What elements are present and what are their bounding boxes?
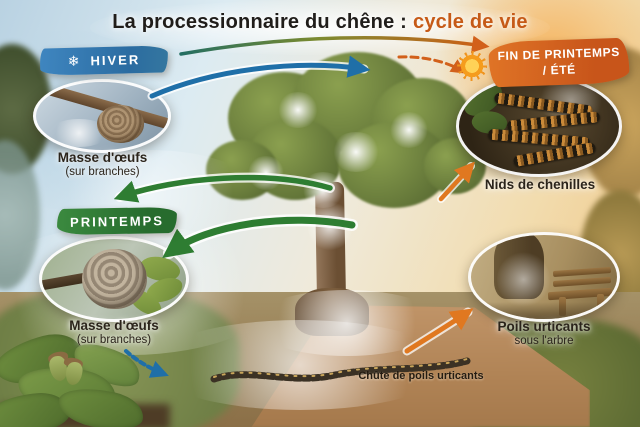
arrow-procession-to-hairs xyxy=(404,308,474,354)
caption-winter-eggs: Masse d'œufs (sur branches) xyxy=(30,150,175,178)
badge-printemps: PRINTEMPS xyxy=(56,206,178,236)
ground-shadow xyxy=(471,302,617,319)
badge-fin-de-printemps-ete: FIN DE PRINTEMPS / ÉTÉ xyxy=(456,37,630,88)
badge-ete-line2: / ÉTÉ xyxy=(542,61,576,78)
arrow-to-procession xyxy=(124,349,169,378)
caption-urticating-hairs: Poils urticants sous l'arbre xyxy=(460,319,628,347)
arrow-winter-to-tree xyxy=(149,55,371,99)
caption-caterpillar-nests: Nids de chenilles xyxy=(452,177,628,192)
silk-haze xyxy=(497,251,550,308)
caption-title: Nids de chenilles xyxy=(484,177,596,192)
caption-subtitle: (sur branches) xyxy=(65,166,140,178)
arrow-dashed-to-summer xyxy=(397,55,467,74)
egg-mass xyxy=(96,105,145,144)
inset-bench-under-tree xyxy=(468,232,620,322)
arrow-tree-to-spring-eggs xyxy=(162,216,356,259)
inset-caterpillar-nest xyxy=(456,75,622,177)
badge-hiver: ❄ HIVER xyxy=(39,45,169,76)
page-title: La processionnaire du chêne :cycle de vi… xyxy=(0,11,640,34)
white-mist xyxy=(150,320,450,410)
egg-mass xyxy=(82,248,148,310)
arrow-tree-to-spring xyxy=(113,174,333,203)
ground-label: Chûte de poils urticants xyxy=(358,370,484,382)
caption-spring-eggs: Masse d'œufs (sur branches) xyxy=(30,318,198,346)
caption-subtitle: sous l'arbre xyxy=(514,335,574,347)
caption-subtitle: (sur branches) xyxy=(76,334,152,346)
badge-printemps-label: PRINTEMPS xyxy=(69,212,165,230)
caterpillar-procession xyxy=(210,357,471,383)
caption-title: Masse d'œufs xyxy=(57,150,148,165)
silk-web-patch xyxy=(276,92,320,128)
caption-title: Poils urticants xyxy=(497,319,591,334)
caption-title: Masse d'œufs xyxy=(69,318,159,333)
arrow-title-season-flow xyxy=(179,35,490,56)
silk-web-patch xyxy=(388,112,430,148)
inset-winter-egg-mass xyxy=(33,79,171,153)
arrow-tree-to-nests xyxy=(438,161,475,202)
badge-hiver-label: HIVER xyxy=(90,52,141,69)
title-highlight: cycle de vie xyxy=(413,11,528,33)
inset-spring-egg-mass xyxy=(39,236,189,322)
title-text: La processionnaire du chêne : xyxy=(112,11,408,33)
snowflake-icon: ❄ xyxy=(67,52,82,69)
silk-web-patch xyxy=(330,132,382,172)
